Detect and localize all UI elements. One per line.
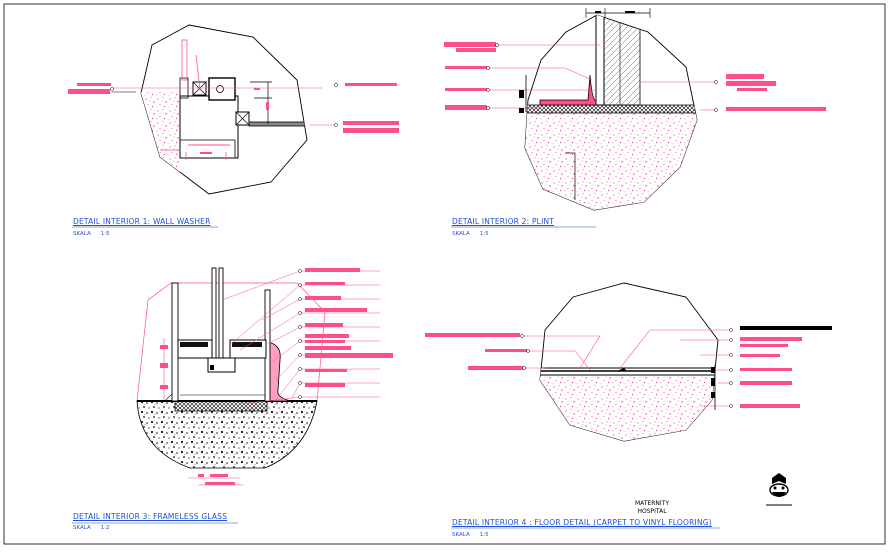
detail-2-plint bbox=[444, 8, 826, 211]
detail-4-scale-value: 1:5 bbox=[479, 532, 489, 538]
detail-1-scale-label: SKALA bbox=[73, 231, 91, 237]
detail-3-title: DETAIL INTERIOR 3: FRAMELESS GLASS bbox=[73, 512, 228, 521]
logo-emblem-icon bbox=[766, 473, 792, 506]
detail-4-title: DETAIL INTERIOR 4 : FLOOR DETAIL (CARPET… bbox=[452, 518, 712, 527]
detail-3-scale: SKALA 1:2 bbox=[73, 525, 110, 531]
project-name: MATERNITY HOSPITAL bbox=[622, 500, 682, 516]
detail-2-scale-label: SKALA bbox=[452, 231, 470, 237]
detail-3-frameless-glass bbox=[136, 267, 393, 486]
detail-1-wall-washer bbox=[68, 24, 399, 195]
detail-2-title: DETAIL INTERIOR 2: PLINT bbox=[452, 217, 555, 226]
detail-4-scale: SKALA 1:5 bbox=[452, 532, 489, 538]
detail-4-scale-label: SKALA bbox=[452, 532, 470, 538]
detail-2-scale-value: 1:5 bbox=[479, 231, 489, 237]
detail-2-scale: SKALA 1:5 bbox=[452, 231, 489, 237]
project-name-line-1: MATERNITY bbox=[634, 500, 670, 507]
detail-1-scale-value: 1:5 bbox=[100, 231, 110, 237]
detail-1-scale: SKALA 1:5 bbox=[73, 231, 110, 237]
detail-3-scale-value: 1:2 bbox=[100, 525, 110, 531]
detail-4-floor-detail bbox=[425, 282, 832, 442]
project-name-line-2: HOSPITAL bbox=[637, 508, 667, 515]
detail-1-title: DETAIL INTERIOR 1: WALL WASHER bbox=[73, 217, 211, 226]
detail-3-scale-label: SKALA bbox=[73, 525, 91, 531]
